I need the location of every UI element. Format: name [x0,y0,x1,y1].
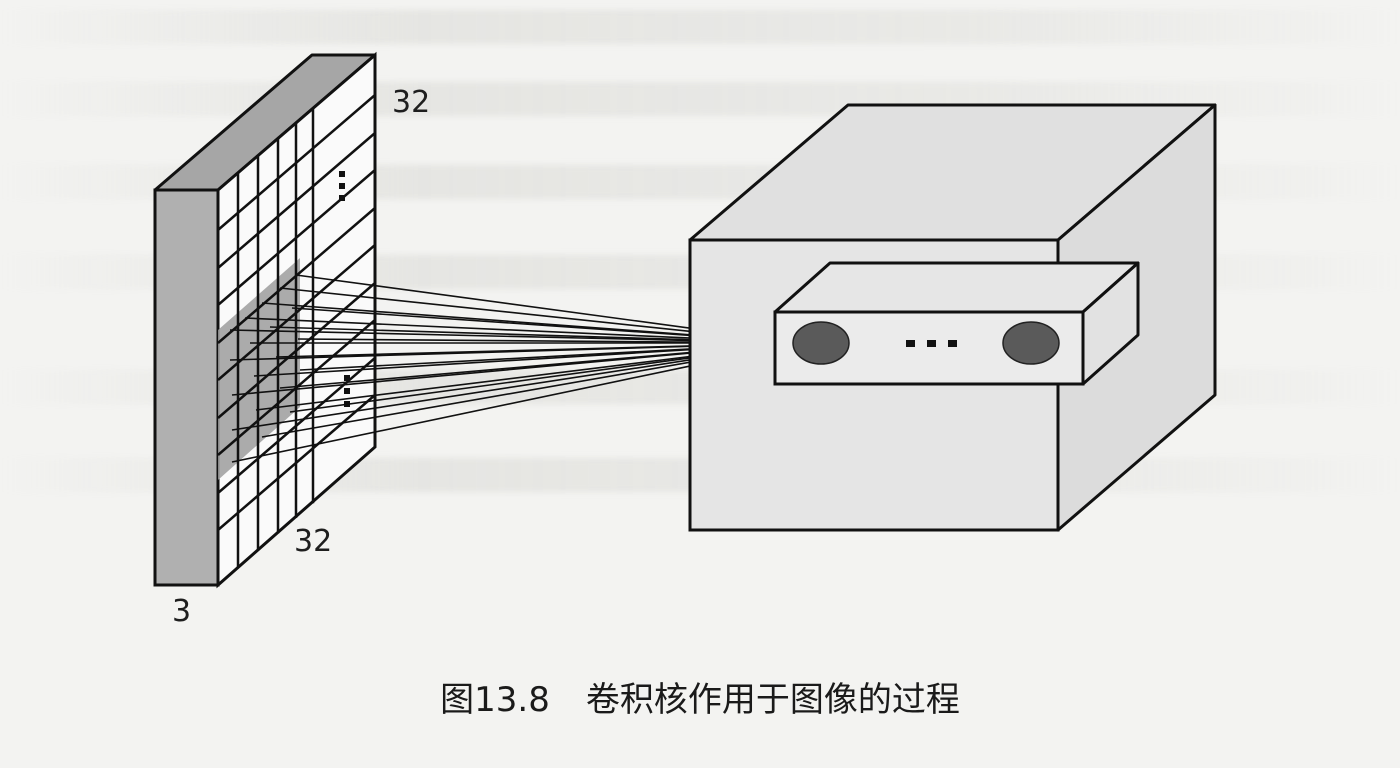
figure-caption-text: 卷积核作用于图像的过程 [585,680,960,720]
neuron-first [792,321,850,365]
grid-ellipsis-upper [339,171,345,201]
grid-row-line [217,169,376,306]
neuron-last [1002,321,1060,365]
input-width-label: 32 [392,85,431,120]
grid-row-line [217,94,376,231]
grid-row-line [217,394,376,531]
input-depth-face [153,188,220,587]
figure-number: 图13.8 [440,680,550,720]
input-depth-label: 3 [172,594,192,629]
grid-row-line [217,132,376,269]
input-volume [153,51,377,589]
neuron-ellipsis [906,340,957,347]
neuron-column [773,261,1140,386]
figure-caption: 图13.8 卷积核作用于图像的过程 [0,672,1400,721]
input-height-label: 32 [294,524,333,559]
input-grid [217,94,376,568]
column-top-face [773,261,1140,314]
grid-row-line [217,244,376,381]
grid-ellipsis-lower [344,375,350,407]
grid-row-line [217,282,376,419]
